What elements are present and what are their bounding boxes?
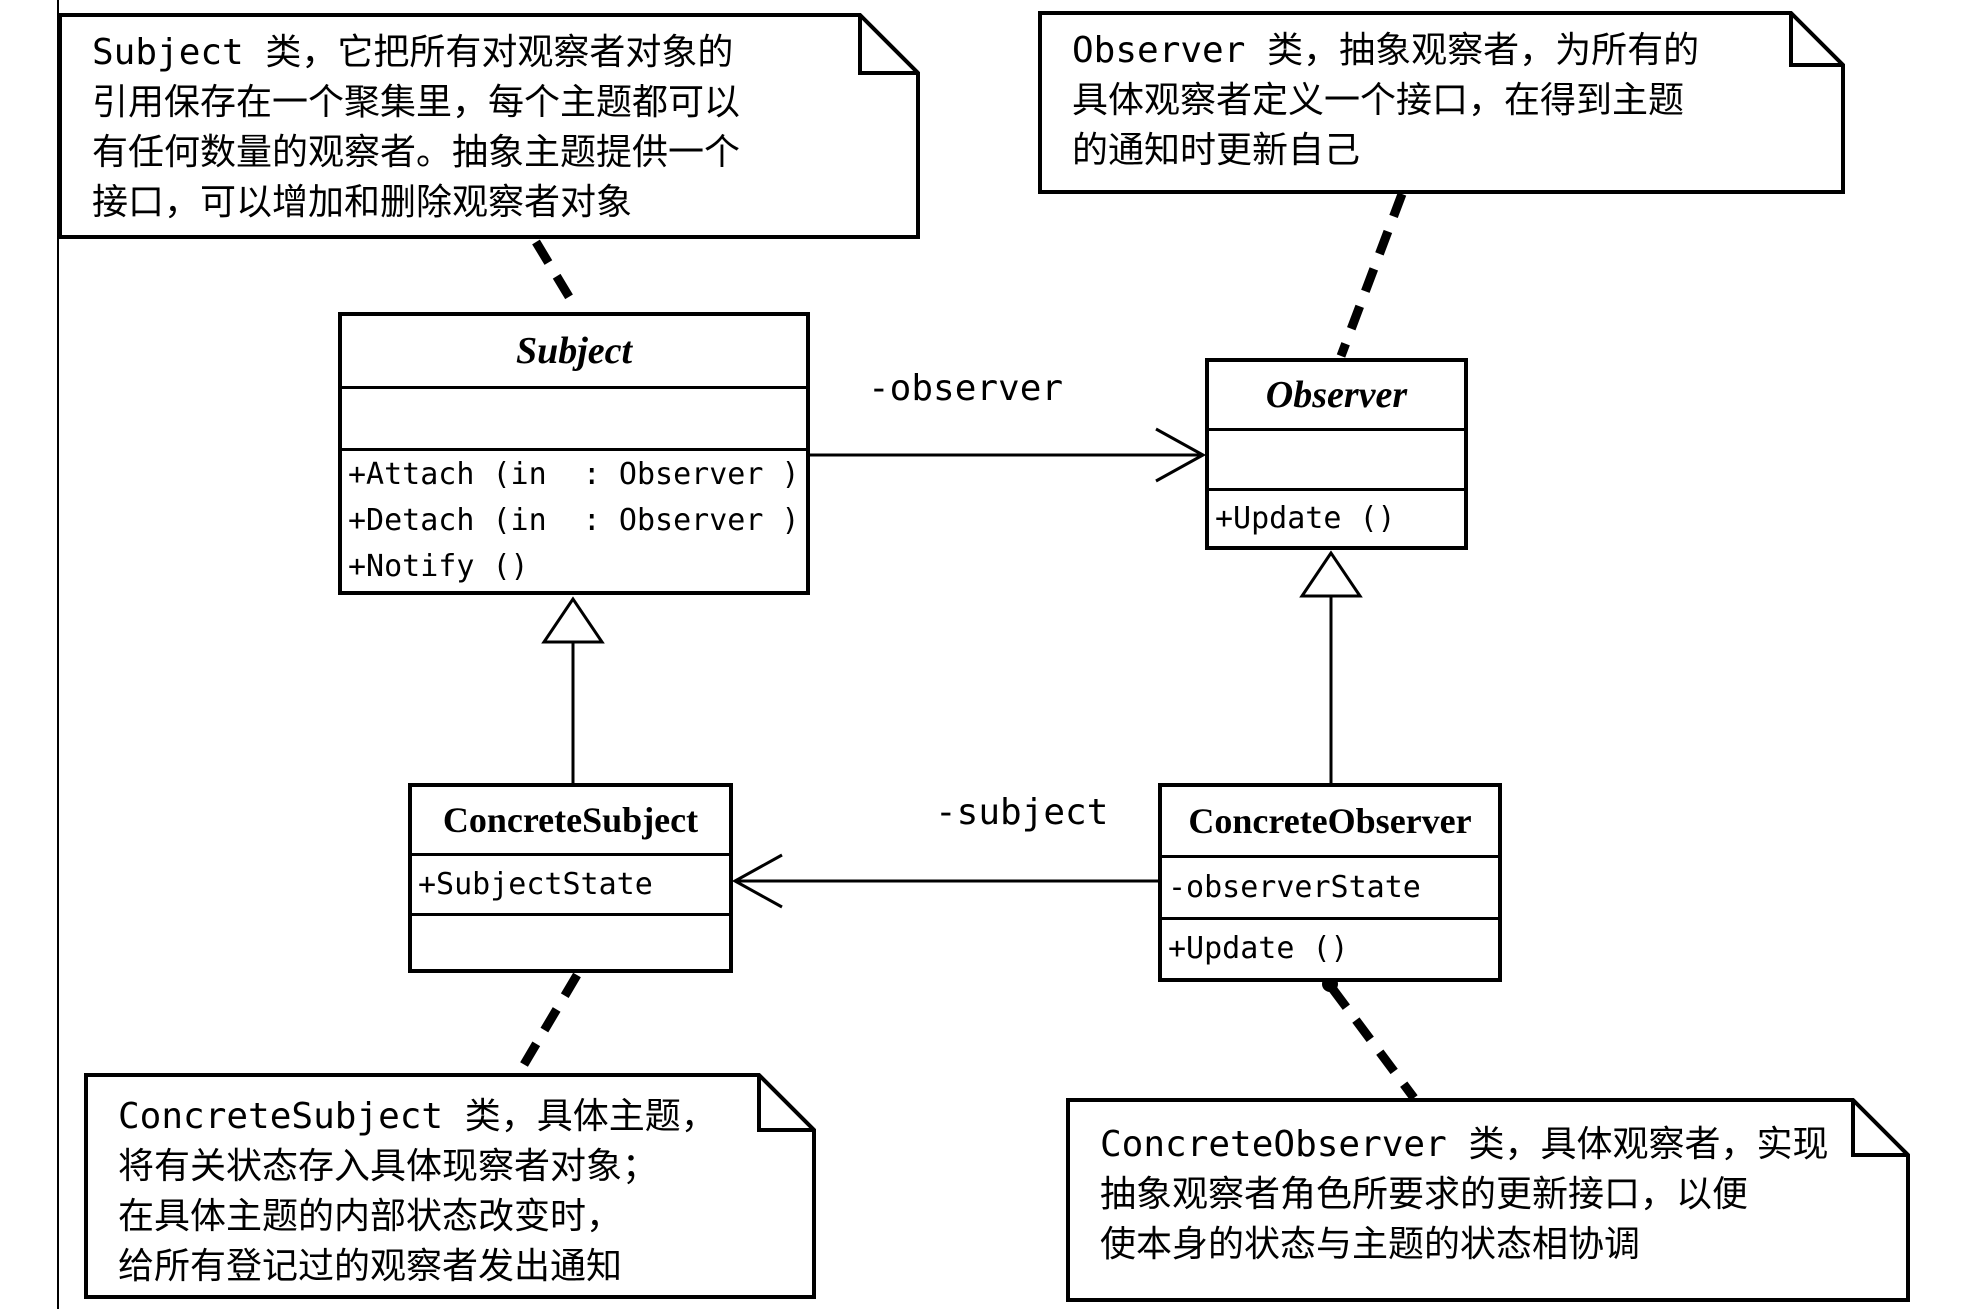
attribute-item: -observerState	[1168, 869, 1421, 905]
class-box-observer: Observer +Update ()	[1205, 358, 1468, 550]
generalization-concreteobserver-observer	[1299, 550, 1363, 783]
hollow-triangle-icon	[1299, 550, 1363, 598]
note-line: 在具体主题的内部状态改变时，	[118, 1196, 623, 1237]
association-observer-arrow	[810, 427, 1207, 483]
note-line: 抽象观察者角色所要求的更新接口，以便	[1100, 1174, 1749, 1215]
methods-compartment	[412, 913, 729, 969]
note-fold-icon	[1851, 1100, 1908, 1157]
note-concrete-subject-shape	[84, 1073, 816, 1299]
class-box-subject: Subject +Attach (in : Observer ) +Detach…	[338, 312, 810, 595]
attributes-compartment: -observerState	[1162, 855, 1498, 917]
note-anchor-concrete-observer	[1328, 985, 1418, 1101]
attributes-compartment	[1209, 428, 1464, 488]
note-anchor-concrete-subject	[515, 972, 581, 1076]
note-line: 使本身的状态与主题的状态相协调	[1100, 1224, 1641, 1265]
note-fold-icon	[757, 1075, 814, 1132]
class-title: ConcreteSubject	[442, 800, 699, 840]
note-line: 具体观察者定义一个接口，在得到主题	[1072, 80, 1685, 121]
class-box-concrete-observer: ConcreteObserver -observerState +Update …	[1158, 783, 1502, 982]
note-observer-shape	[1038, 11, 1845, 194]
note-anchor-subject	[532, 239, 581, 313]
note-observer-text: Observer 类，抽象观察者，为所有的 具体观察者定义一个接口，在得到主题 …	[1072, 26, 1699, 176]
method-item: +Update ()	[1215, 500, 1396, 536]
note-line: 引用保存在一个聚集里，每个主题都可以	[92, 82, 741, 123]
note-line: Observer 类，抽象观察者，为所有的	[1072, 30, 1700, 71]
note-line: 将有关状态存入具体现察者对象；	[118, 1146, 659, 1187]
note-line: Subject 类，它把所有对观察者对象的	[92, 32, 734, 73]
note-subject-shape	[58, 13, 920, 239]
attributes-compartment	[342, 386, 806, 448]
methods-compartment: +Update ()	[1162, 917, 1498, 978]
open-arrowhead-icon	[731, 853, 783, 909]
note-concrete-observer-shape	[1066, 1098, 1910, 1302]
method-item: +Notify ()	[348, 549, 529, 585]
note-line: 接口，可以增加和删除观察者对象	[92, 182, 633, 223]
class-title: Subject	[515, 330, 633, 372]
class-box-concrete-subject: ConcreteSubject +SubjectState	[408, 783, 733, 973]
note-line: 有任何数量的观察者。抽象主题提供一个	[92, 132, 741, 173]
association-label-observer: -observer	[868, 368, 1064, 409]
hollow-triangle-icon	[541, 596, 605, 644]
methods-compartment: +Update ()	[1209, 488, 1464, 546]
association-subject-arrow	[731, 853, 1158, 909]
method-item: +Attach (in : Observer )	[348, 457, 800, 493]
note-line: ConcreteSubject 类，具体主题，	[118, 1096, 717, 1137]
note-fold-icon	[858, 15, 918, 75]
attribute-item: +SubjectState	[418, 866, 653, 902]
note-concrete-subject-text: ConcreteSubject 类，具体主题， 将有关状态存入具体现察者对象； …	[118, 1092, 717, 1292]
association-label-subject: -subject	[935, 792, 1109, 833]
note-line: ConcreteObserver 类，具体观察者，实现	[1100, 1124, 1829, 1165]
note-concrete-observer-text: ConcreteObserver 类，具体观察者，实现 抽象观察者角色所要求的更…	[1100, 1120, 1828, 1270]
generalization-concretesubject-subject	[541, 596, 605, 783]
class-title: Observer	[1265, 374, 1408, 416]
note-line: 给所有登记过的观察者发出通知	[118, 1246, 623, 1287]
note-line: 的通知时更新自己	[1072, 130, 1361, 171]
method-item: +Detach (in : Observer )	[348, 503, 800, 539]
method-item: +Update ()	[1168, 931, 1349, 966]
open-arrowhead-icon	[1155, 427, 1207, 483]
note-anchor-observer	[1336, 192, 1407, 358]
attributes-compartment: +SubjectState	[412, 853, 729, 913]
methods-compartment: +Attach (in : Observer ) +Detach (in : O…	[342, 448, 806, 591]
class-title: ConcreteObserver	[1188, 801, 1472, 841]
note-subject-text: Subject 类，它把所有对观察者对象的 引用保存在一个聚集里，每个主题都可以…	[92, 28, 740, 228]
note-fold-icon	[1789, 13, 1843, 67]
